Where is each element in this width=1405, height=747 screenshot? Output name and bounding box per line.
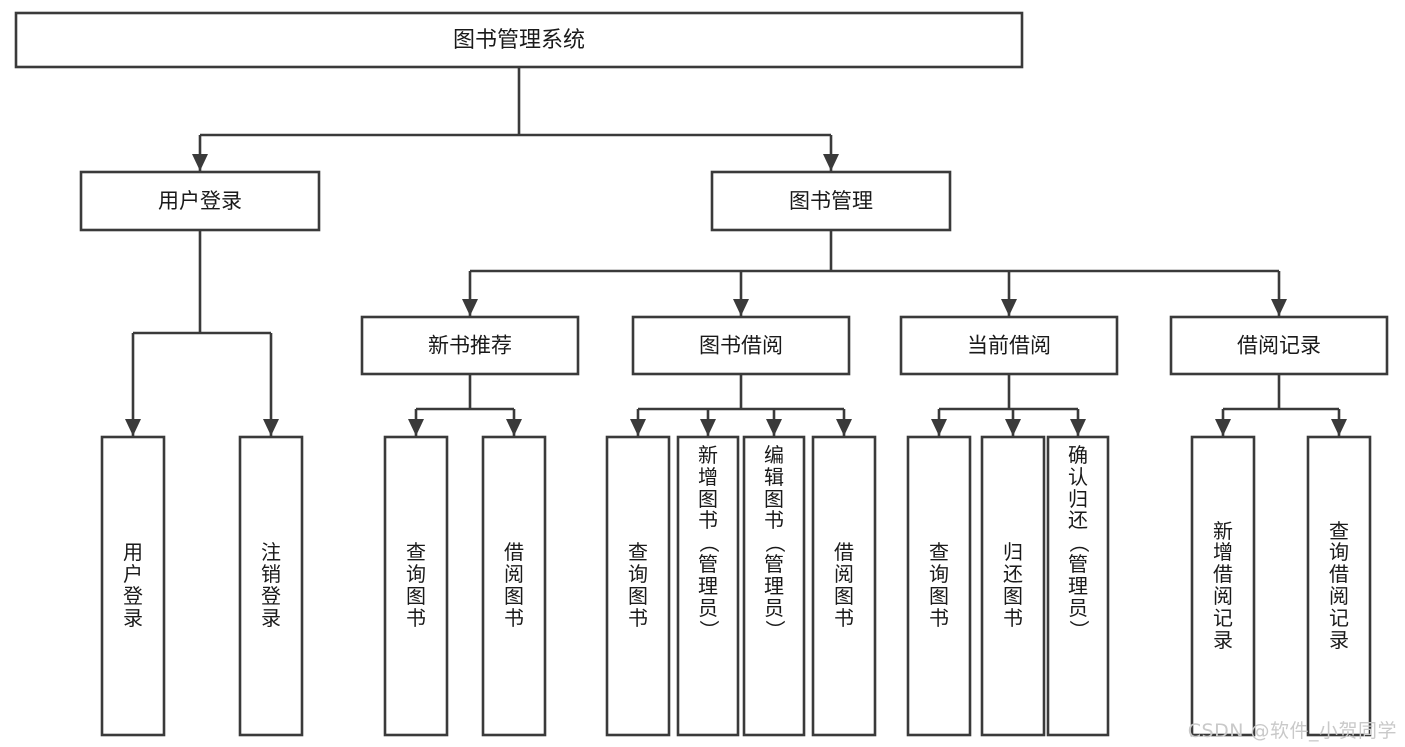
arrow-head-icon xyxy=(192,154,208,171)
level2-node-1-label: 图书借阅 xyxy=(699,334,783,358)
arrow-head-icon xyxy=(733,299,749,316)
leaf-node-7-box[interactable] xyxy=(811,435,877,737)
leaf-node-3-box[interactable] xyxy=(481,435,547,737)
arrow-head-icon xyxy=(1070,419,1086,436)
leaf-node-2-box[interactable] xyxy=(383,435,449,737)
arrow-head-icon xyxy=(700,419,716,436)
level1-node-1-box[interactable] xyxy=(710,170,952,232)
arrow-head-icon xyxy=(1215,419,1231,436)
level2-node-2-label: 当前借阅 xyxy=(967,334,1051,358)
leaf-node-4-box[interactable] xyxy=(605,435,671,737)
level2-node-3-label: 借阅记录 xyxy=(1237,334,1321,358)
nodes-layer xyxy=(14,11,1389,737)
level1-node-0-label: 用户登录 xyxy=(158,189,242,213)
edges-layer xyxy=(125,67,1347,436)
arrow-head-icon xyxy=(1001,299,1017,316)
arrow-head-icon xyxy=(931,419,947,436)
leaf-node-0-box[interactable] xyxy=(100,435,166,737)
leaf-node-9-box[interactable] xyxy=(980,435,1046,737)
leaf-node-6-box[interactable] xyxy=(742,435,806,737)
arrow-head-icon xyxy=(506,419,522,436)
level1-node-1-label: 图书管理 xyxy=(789,189,873,213)
arrow-head-icon xyxy=(823,154,839,171)
arrow-head-icon xyxy=(630,419,646,436)
arrow-head-icon xyxy=(125,419,141,436)
watermark-text: CSDN @软件_小贺同学 xyxy=(1187,720,1397,742)
arrow-head-icon xyxy=(766,419,782,436)
arrow-head-icon xyxy=(1271,299,1287,316)
level1-node-0-box[interactable] xyxy=(79,170,321,232)
leaf-node-12-box[interactable] xyxy=(1306,435,1372,737)
level2-node-2-box[interactable] xyxy=(899,315,1119,376)
level2-node-3-box[interactable] xyxy=(1169,315,1389,376)
arrow-head-icon xyxy=(408,419,424,436)
leaf-node-10-box[interactable] xyxy=(1046,435,1110,737)
arrow-head-icon xyxy=(1331,419,1347,436)
leaf-node-1-box[interactable] xyxy=(238,435,304,737)
level2-node-0-label: 新书推荐 xyxy=(428,334,512,358)
arrow-head-icon xyxy=(263,419,279,436)
level2-node-1-box[interactable] xyxy=(631,315,851,376)
leaf-node-11-box[interactable] xyxy=(1190,435,1256,737)
level2-node-0-box[interactable] xyxy=(360,315,580,376)
root-node-box[interactable] xyxy=(14,11,1024,69)
arrow-head-icon xyxy=(1005,419,1021,436)
leaf-node-8-box[interactable] xyxy=(906,435,972,737)
arrow-head-icon xyxy=(836,419,852,436)
leaf-node-5-box[interactable] xyxy=(676,435,740,737)
root-node-label: 图书管理系统 xyxy=(453,28,585,53)
arrow-head-icon xyxy=(462,299,478,316)
